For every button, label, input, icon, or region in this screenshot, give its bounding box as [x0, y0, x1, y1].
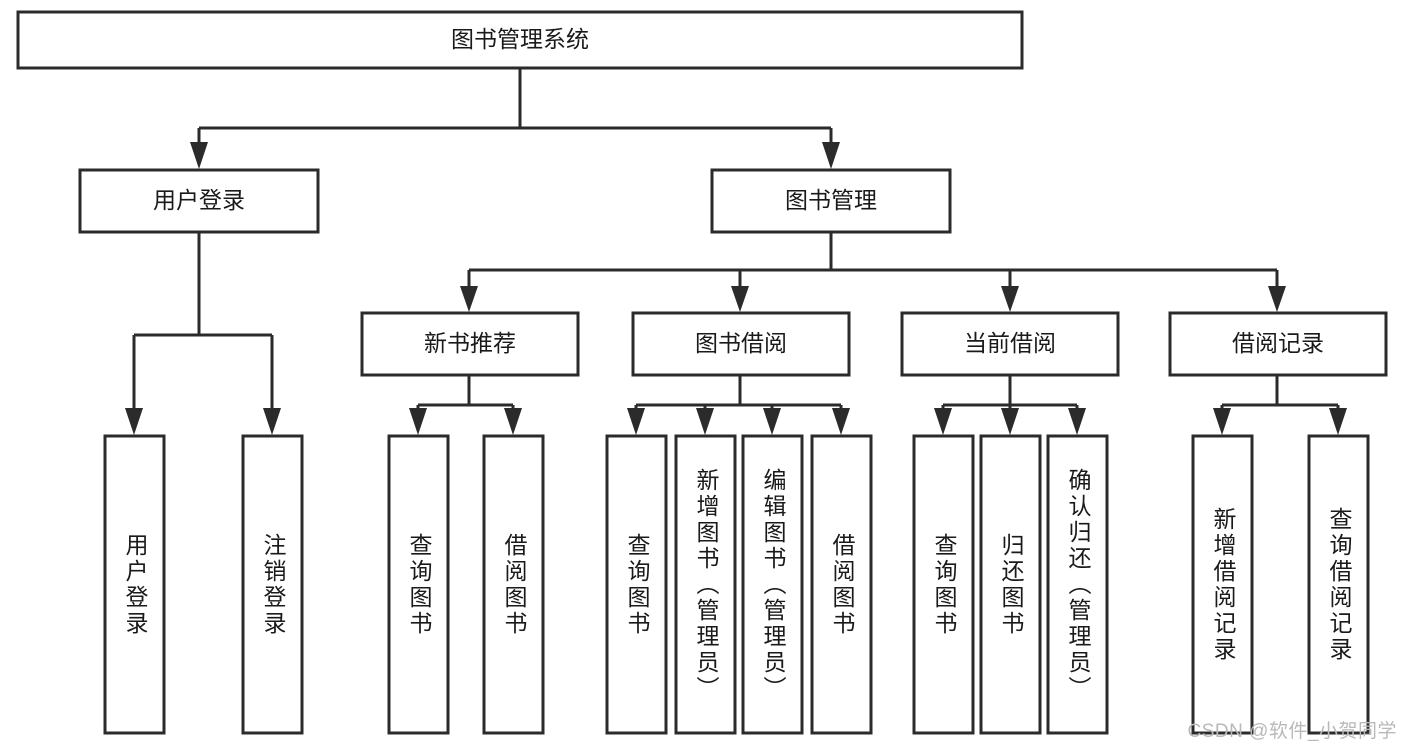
node-current-borrow-label: 当前借阅: [964, 330, 1056, 356]
node-user-login[interactable]: 用户登录: [78, 168, 320, 234]
arrowhead-book-borrow: [731, 286, 749, 312]
node-book-borrow-box[interactable]: [631, 311, 851, 377]
node-leaf-query-book-2-box[interactable]: [605, 434, 668, 735]
node-leaf-edit-book-box[interactable]: [741, 434, 804, 735]
connector-group-root-to-level2: [190, 68, 840, 169]
node-root-label: 图书管理系统: [451, 26, 589, 52]
node-book-management[interactable]: 图书管理: [710, 168, 952, 234]
arrowhead-user-login: [190, 142, 208, 169]
node-borrow-record[interactable]: 借阅记录: [1168, 311, 1388, 377]
node-book-management-box[interactable]: [710, 168, 952, 234]
watermark: CSDN @软件_小贺同学: [1187, 721, 1397, 742]
node-leaf-query-book-3-box[interactable]: [912, 434, 975, 735]
node-user-login-box[interactable]: [78, 168, 320, 234]
arrowhead-leaf-query-record: [1329, 408, 1347, 435]
arrowhead-leaf-confirm-return: [1068, 408, 1086, 435]
arrowhead-leaf-query-book-3: [934, 408, 952, 435]
node-user-login-label: 用户登录: [153, 187, 245, 213]
node-book-borrow[interactable]: 图书借阅: [631, 311, 851, 377]
node-root[interactable]: 图书管理系统: [16, 10, 1024, 70]
node-leaf-confirm-return-box[interactable]: [1046, 434, 1109, 735]
node-borrow-record-label: 借阅记录: [1232, 330, 1324, 356]
node-leaf-add-book-box[interactable]: [674, 434, 737, 735]
node-borrow-record-box[interactable]: [1168, 311, 1388, 377]
node-leaf-query-book-1-box[interactable]: [387, 434, 450, 735]
node-leaf-return-book-box[interactable]: [979, 434, 1042, 735]
connector-group-user-login-children: [125, 232, 281, 435]
node-leaf-borrow-book-1-box[interactable]: [482, 434, 545, 735]
node-leaf-logout-login-box[interactable]: [241, 434, 304, 735]
arrowhead-leaf-user-login: [125, 408, 143, 435]
connector-group-current-borrow-children: [934, 375, 1086, 435]
node-leaf-add-record-box[interactable]: [1191, 434, 1254, 735]
node-book-management-label: 图书管理: [785, 187, 877, 213]
connector-group-new-book-recommend-children: [409, 375, 522, 435]
arrowhead-leaf-return-book: [1001, 408, 1019, 435]
node-new-book-recommend-label: 新书推荐: [424, 330, 516, 356]
node-new-book-recommend[interactable]: 新书推荐: [360, 311, 580, 377]
arrowhead-borrow-record: [1268, 286, 1286, 312]
node-current-borrow-box[interactable]: [900, 311, 1120, 377]
arrowhead-leaf-query-book-2: [627, 408, 645, 435]
arrowhead-leaf-query-book-1: [409, 408, 427, 435]
arrowhead-book-management: [822, 142, 840, 169]
arrowhead-current-borrow: [1001, 286, 1019, 312]
node-root-box[interactable]: [16, 10, 1024, 70]
arrowhead-leaf-borrow-book-2: [832, 408, 850, 435]
connector-group-book-borrow-children: [627, 375, 850, 435]
arrowhead-leaf-borrow-book-1: [504, 408, 522, 435]
arrowhead-leaf-edit-book: [763, 408, 781, 435]
node-current-borrow[interactable]: 当前借阅: [900, 311, 1120, 377]
connector-group-borrow-record-children: [1213, 375, 1347, 435]
arrowhead-leaf-logout-login: [263, 408, 281, 435]
node-book-borrow-label: 图书借阅: [695, 330, 787, 356]
arrowhead-leaf-add-record: [1213, 408, 1231, 435]
node-new-book-recommend-box[interactable]: [360, 311, 580, 377]
node-leaf-user-login-box[interactable]: [103, 434, 166, 735]
node-leaf-query-record-box[interactable]: [1307, 434, 1370, 735]
node-leaf-borrow-book-2-box[interactable]: [810, 434, 873, 735]
arrowhead-leaf-add-book: [696, 408, 714, 435]
arrowhead-new-book-recommend: [460, 286, 478, 312]
connector-group-book-management-children: [460, 232, 1286, 312]
